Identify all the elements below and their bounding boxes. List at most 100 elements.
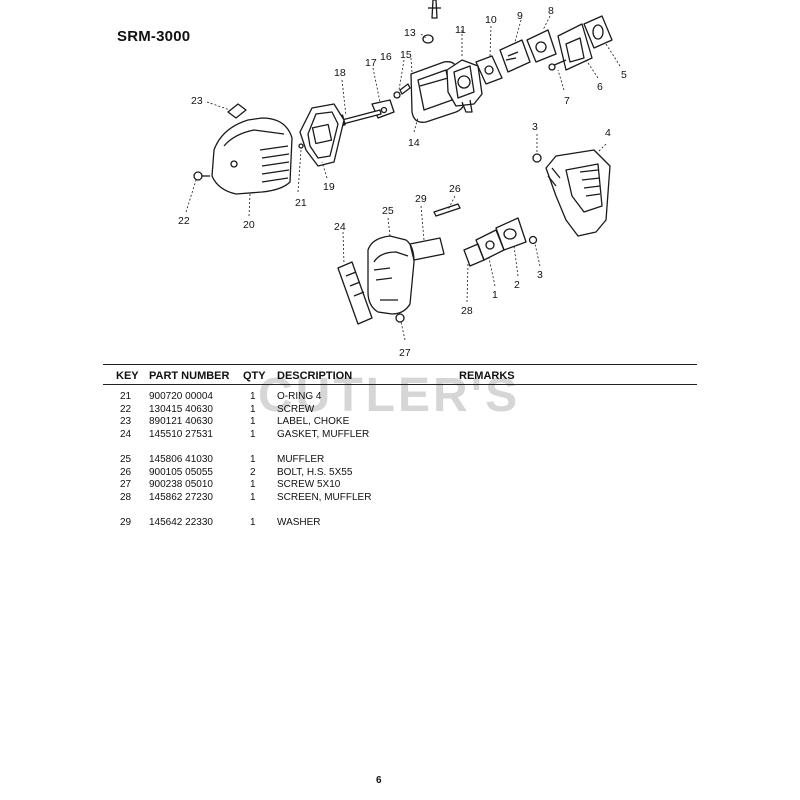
table-row: 24 145510 27531 1 GASKET, MUFFLER bbox=[0, 429, 800, 442]
callout-18: 18 bbox=[334, 67, 346, 79]
callout-28: 28 bbox=[461, 305, 473, 317]
part-28-screen bbox=[463, 243, 485, 267]
callout-15: 15 bbox=[400, 49, 412, 61]
cell-part-number: 900238 05010 bbox=[149, 479, 213, 491]
callout-7: 7 bbox=[564, 95, 570, 107]
callout-16: 16 bbox=[380, 51, 392, 63]
table-row: 23 890121 40630 1 LABEL, CHOKE bbox=[0, 416, 800, 429]
cell-part-number: 130415 40630 bbox=[149, 403, 213, 415]
part-2-gasket bbox=[495, 217, 527, 251]
callout-14: 14 bbox=[408, 137, 420, 149]
cell-key: 21 bbox=[120, 391, 132, 402]
part-15 bbox=[399, 83, 411, 95]
parts-table: 21 900720 00004 1 O-RING 4 22 130415 406… bbox=[0, 391, 800, 530]
callout-5: 5 bbox=[621, 69, 627, 81]
callout-19: 19 bbox=[323, 181, 335, 193]
cell-key: 23 bbox=[120, 416, 132, 428]
header-qty: QTY bbox=[243, 370, 266, 382]
part-21-o-ring bbox=[298, 143, 304, 149]
callout-13: 13 bbox=[404, 27, 416, 39]
cell-key: 27 bbox=[120, 479, 132, 491]
part-top-screw bbox=[431, 0, 438, 19]
header-part-number: PART NUMBER bbox=[149, 370, 230, 382]
cell-qty: 2 bbox=[250, 466, 256, 478]
page-title: SRM-3000 bbox=[117, 28, 191, 45]
part-26-bolt bbox=[433, 203, 461, 217]
table-row: 29 145642 22330 1 WASHER bbox=[0, 517, 800, 530]
part-11-carburetor bbox=[446, 59, 483, 107]
callout-24: 24 bbox=[334, 221, 346, 233]
part-19-filter bbox=[299, 103, 345, 167]
table-spacer bbox=[0, 441, 800, 454]
callout-1: 1 bbox=[492, 289, 498, 301]
callout-26: 26 bbox=[449, 183, 461, 195]
callout-11: 11 bbox=[455, 24, 466, 36]
cell-qty: 1 bbox=[250, 391, 256, 402]
cell-part-number: 900105 05055 bbox=[149, 466, 213, 478]
callout-22: 22 bbox=[178, 215, 190, 227]
part-5-gasket bbox=[583, 15, 613, 49]
callout-29: 29 bbox=[415, 193, 427, 205]
callout-3a: 3 bbox=[532, 121, 538, 133]
part-20-cover bbox=[211, 117, 293, 195]
callout-8: 8 bbox=[548, 5, 554, 17]
cell-part-number: 145510 27531 bbox=[149, 428, 213, 440]
cell-part-number: 145806 41030 bbox=[149, 453, 213, 465]
table-row: 21 900720 00004 1 O-RING 4 bbox=[0, 391, 800, 404]
header-remarks: REMARKS bbox=[459, 370, 515, 382]
cell-description: MUFFLER bbox=[277, 453, 325, 465]
cell-key: 28 bbox=[120, 491, 132, 503]
header-key: KEY bbox=[116, 370, 139, 382]
table-top-rule bbox=[103, 364, 697, 365]
cell-qty: 1 bbox=[250, 403, 256, 415]
cell-key: 29 bbox=[120, 516, 132, 528]
table-row: 26 900105 05055 2 BOLT, H.S. 5X55 bbox=[0, 467, 800, 480]
cell-qty: 1 bbox=[250, 453, 256, 465]
cell-description: LABEL, CHOKE bbox=[277, 416, 350, 428]
part-4-cylinder-cover bbox=[545, 149, 611, 237]
table-header-rule bbox=[103, 384, 697, 385]
table-spacer bbox=[0, 504, 800, 517]
callout-27: 27 bbox=[399, 347, 411, 359]
cell-description: SCREW 5X10 bbox=[277, 479, 341, 491]
callout-10: 10 bbox=[485, 14, 497, 26]
table-row: 27 900238 05010 1 SCREW 5X10 bbox=[0, 479, 800, 492]
cell-key: 22 bbox=[120, 403, 132, 415]
cell-description: SCREW bbox=[277, 403, 315, 415]
cell-part-number: 145642 22330 bbox=[149, 516, 213, 528]
cell-part-number: 145862 27230 bbox=[149, 491, 213, 503]
callout-4: 4 bbox=[605, 127, 611, 139]
callout-23: 23 bbox=[191, 95, 203, 107]
watermark: CUTLER'S bbox=[258, 369, 521, 422]
callout-9: 9 bbox=[517, 10, 523, 22]
part-25-muffler bbox=[367, 235, 415, 315]
cell-key: 24 bbox=[120, 428, 132, 440]
part-16 bbox=[393, 91, 401, 99]
part-27-screw bbox=[395, 313, 405, 323]
cell-description: GASKET, MUFFLER bbox=[277, 428, 370, 440]
page-number: 6 bbox=[376, 775, 382, 786]
header-description: DESCRIPTION bbox=[277, 370, 353, 382]
exploded-parts-diagram: 13 16 15 11 10 9 8 5 6 7 18 17 23 14 3 4… bbox=[178, 0, 627, 359]
cell-qty: 1 bbox=[250, 416, 256, 428]
table-row: 25 145806 41030 1 MUFFLER bbox=[0, 454, 800, 467]
cell-qty: 1 bbox=[250, 479, 256, 491]
cell-part-number: 890121 40630 bbox=[149, 416, 213, 428]
cell-description: WASHER bbox=[277, 516, 321, 528]
cell-qty: 1 bbox=[250, 516, 256, 528]
cell-description: SCREEN, MUFFLER bbox=[277, 491, 372, 503]
part-10-gasket bbox=[475, 55, 503, 85]
callout-17: 17 bbox=[365, 57, 377, 69]
callout-3b: 3 bbox=[537, 269, 543, 281]
part-8-gasket bbox=[526, 29, 557, 63]
cell-description: O-RING 4 bbox=[277, 391, 322, 402]
callout-25: 25 bbox=[382, 205, 394, 217]
part-29-washer bbox=[409, 237, 445, 261]
cell-part-number: 900720 00004 bbox=[149, 391, 213, 402]
part-24-gasket-muffler bbox=[337, 261, 373, 325]
part-18-bolt bbox=[341, 109, 382, 125]
cell-description: BOLT, H.S. 5X55 bbox=[277, 466, 353, 478]
table-row: 22 130415 40630 1 SCREW bbox=[0, 404, 800, 417]
callout-6: 6 bbox=[597, 81, 603, 93]
cell-qty: 1 bbox=[250, 428, 256, 440]
